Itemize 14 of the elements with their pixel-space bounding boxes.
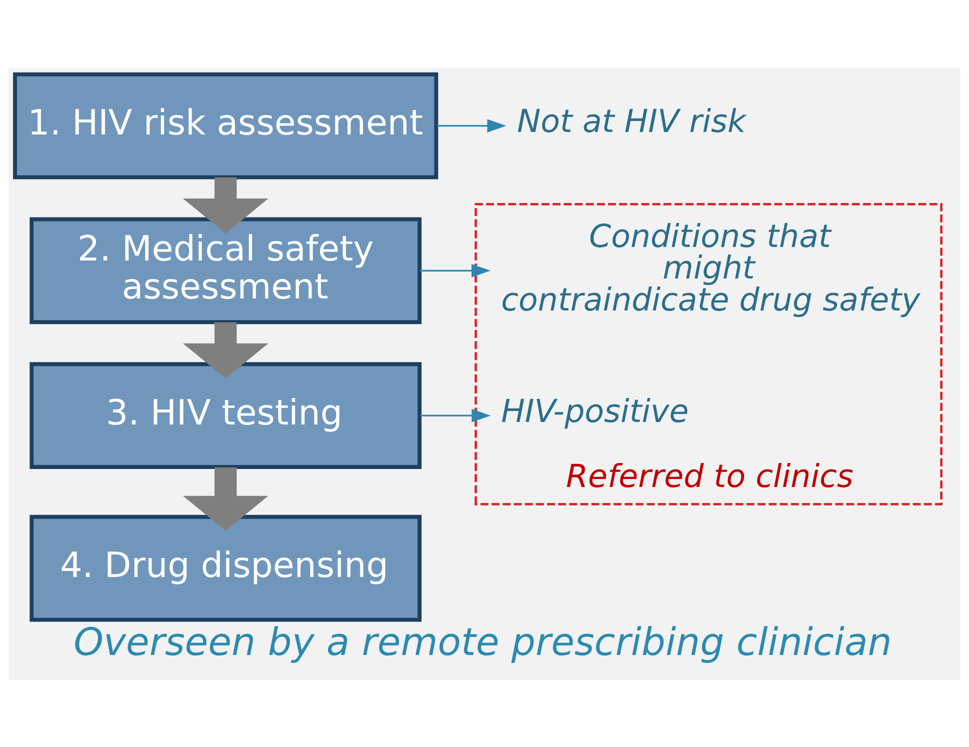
node-text: Not at HIV risk	[516, 104, 746, 140]
node-text: HIV-positive	[501, 393, 689, 430]
node-box: 4. Drug dispensing	[30, 514, 422, 622]
node-box: 1. HIV risk assessment	[13, 72, 438, 179]
node-box: 2. Medical safety assessment	[30, 216, 422, 324]
node-box: 3. HIV testing	[30, 362, 422, 468]
arrow	[420, 264, 491, 277]
arrow	[420, 408, 491, 422]
arrow	[182, 176, 268, 233]
arrow	[182, 322, 268, 378]
caption: Overseen by a remote prescribing clinician	[74, 619, 892, 664]
arrow	[436, 118, 506, 132]
node-text: Conditions that might contraindicate drug safety	[501, 218, 920, 318]
arrow	[182, 466, 268, 530]
